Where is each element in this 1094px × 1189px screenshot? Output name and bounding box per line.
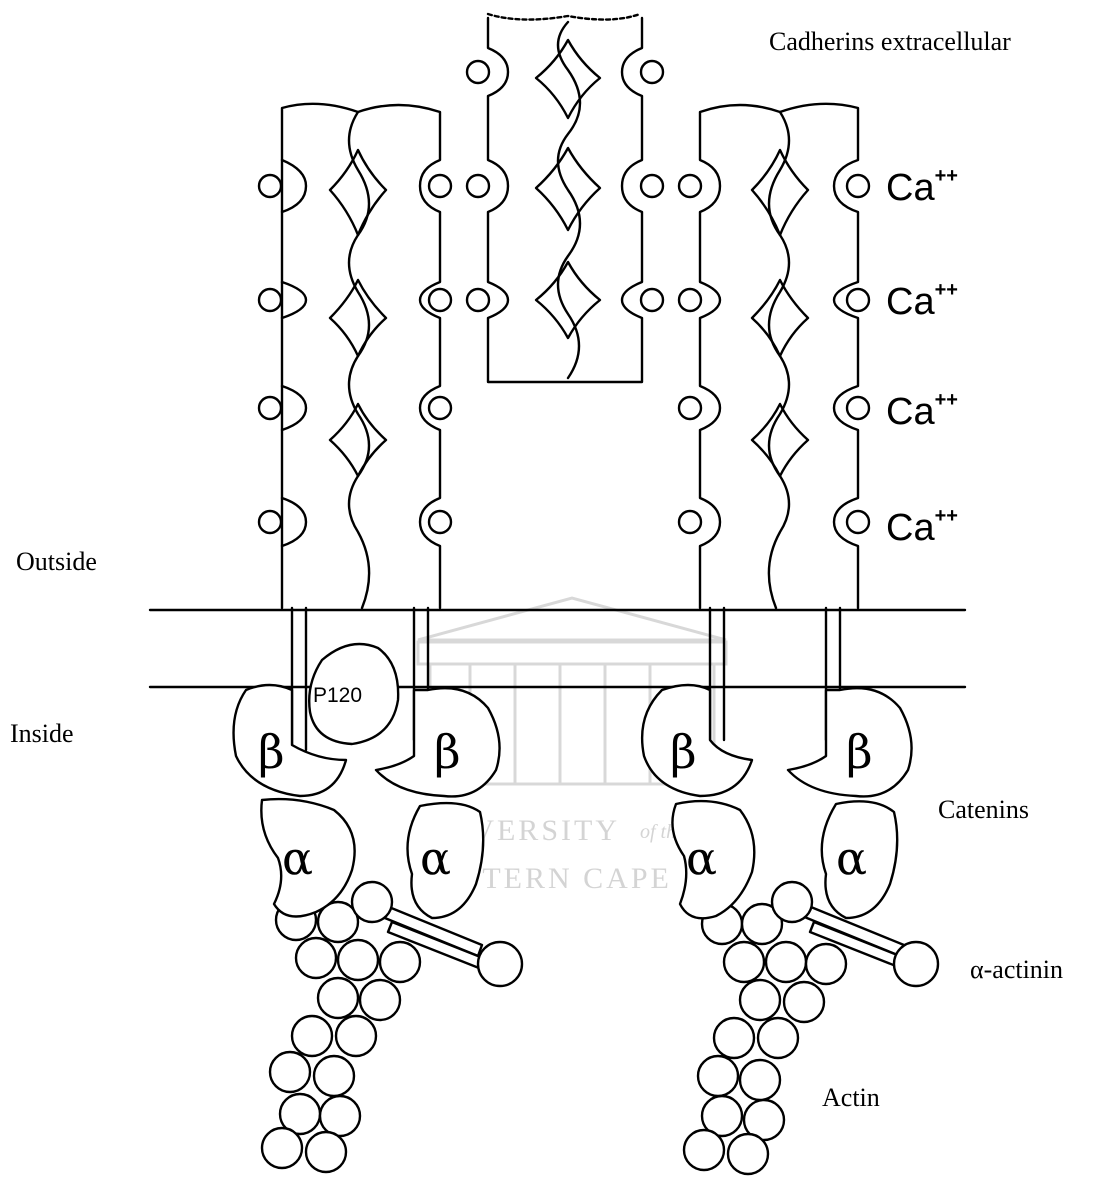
calcium-ion [847, 511, 869, 533]
calcium-labels: Ca++ Ca++ Ca++ Ca++ [886, 165, 958, 549]
p120-catenin: P120 [309, 644, 398, 744]
beta-label: β [846, 725, 873, 779]
calcium-ion [847, 397, 869, 419]
calcium-ion [847, 289, 869, 311]
alpha-label: α [686, 831, 717, 885]
calcium-ion [429, 397, 451, 419]
beta-label: β [258, 725, 285, 779]
calcium-ion [259, 289, 281, 311]
calcium-label: Ca++ [886, 389, 958, 433]
inside-label: Inside [10, 719, 74, 748]
calcium-ion [679, 397, 701, 419]
cadherin-dimer-right [700, 104, 858, 740]
beta-label: β [670, 725, 697, 779]
calcium-ion [429, 289, 451, 311]
calcium-ion [679, 175, 701, 197]
calcium-label: Ca++ [886, 165, 958, 209]
calcium-ion [259, 175, 281, 197]
actin-filament-left [262, 900, 420, 1172]
plasma-membrane [150, 610, 965, 687]
outside-label: Outside [16, 547, 97, 576]
calcium-label: Ca++ [886, 505, 958, 549]
alpha-label: α [420, 831, 451, 885]
actin-label: Actin [822, 1083, 880, 1112]
calcium-ion [259, 511, 281, 533]
cadherins-label: Cadherins extracellular [769, 27, 1011, 56]
calcium-ion [467, 175, 489, 197]
beta-label: β [434, 725, 461, 779]
calcium-ion [429, 175, 451, 197]
actin-filaments [262, 900, 846, 1174]
calcium-label: Ca++ [886, 279, 958, 323]
calcium-ion [429, 511, 451, 533]
calcium-ion [847, 175, 869, 197]
calcium-ion [679, 511, 701, 533]
calcium-ion [641, 175, 663, 197]
calcium-ion [467, 289, 489, 311]
beta-catenin [642, 685, 752, 796]
actin-filament-right [684, 904, 846, 1174]
alpha-label: α [836, 831, 867, 885]
catenins-label: Catenins [938, 795, 1029, 824]
p120-label: P120 [313, 684, 362, 707]
calcium-ion [467, 61, 489, 83]
calcium-ion [641, 289, 663, 311]
cadherin-dimer-center [488, 14, 642, 382]
calcium-ion [679, 289, 701, 311]
calcium-ion [641, 61, 663, 83]
actinin-label: α-actinin [970, 955, 1063, 984]
calcium-ion [259, 397, 281, 419]
alpha-label: α [282, 831, 313, 885]
